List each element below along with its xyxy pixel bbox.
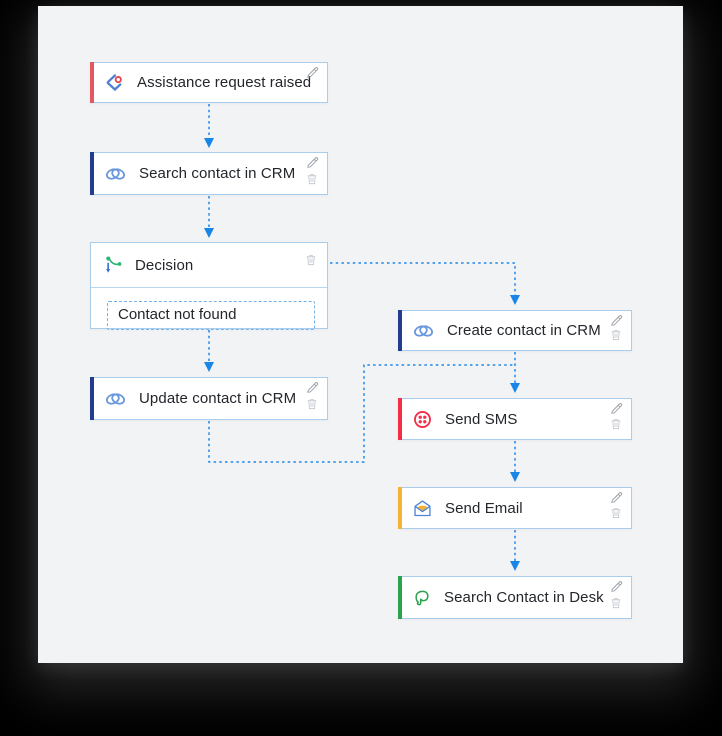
decision-header: Decision [91,243,327,288]
node-label: Search contact in CRM [139,165,296,182]
node-search-contact-crm[interactable]: Search contact in CRM [90,152,328,195]
node-actions [605,399,625,439]
node-label: Decision [135,256,194,274]
node-search-contact-desk[interactable]: Search Contact in Desk [398,576,632,619]
decision-branch-icon [104,254,123,276]
edit-icon[interactable] [609,313,624,333]
trash-icon[interactable] [609,506,623,525]
node-actions [301,153,321,194]
node-actions [605,488,625,528]
node-label: Search Contact in Desk [444,589,604,606]
trash-icon[interactable] [609,328,623,347]
zoho-crm-icon [104,390,127,408]
edit-icon[interactable] [305,155,320,175]
node-decision[interactable]: Decision Contact not found [90,242,328,330]
node-label: Update contact in CRM [139,390,297,407]
node-actions [301,378,321,419]
mail-icon [412,498,433,519]
twilio-icon [412,409,433,430]
zoho-crm-icon [104,165,127,183]
node-send-email[interactable]: Send Email [398,487,632,529]
trash-icon[interactable] [609,596,623,615]
trash-icon[interactable] [609,417,623,436]
flow-canvas: Assistance request raised Search contact… [38,6,683,663]
decision-condition[interactable]: Contact not found [107,301,315,330]
trash-icon[interactable] [305,397,319,416]
edit-icon[interactable] [609,490,624,510]
node-accent-bar [90,377,94,420]
node-assistance-request[interactable]: Assistance request raised [90,62,328,103]
zoho-crm-icon [412,322,435,340]
node-label: Send SMS [445,410,518,428]
edit-icon[interactable] [305,380,320,400]
assistance-trigger-icon [104,72,125,93]
node-accent-bar [90,152,94,195]
edit-icon[interactable] [305,65,320,85]
node-create-contact-crm[interactable]: Create contact in CRM [398,310,632,351]
node-actions [605,577,625,618]
node-accent-bar [398,487,402,529]
node-actions [301,63,321,102]
node-accent-bar [398,576,402,619]
edit-icon[interactable] [609,401,624,421]
trash-icon[interactable] [304,253,318,272]
trash-icon[interactable] [305,172,319,191]
edit-icon[interactable] [609,579,624,599]
node-accent-bar [90,62,94,103]
zoho-desk-icon [412,587,432,608]
connector-decision-to-create [330,262,520,305]
node-label: Assistance request raised [137,74,312,91]
node-update-contact-crm[interactable]: Update contact in CRM [90,377,328,420]
node-actions [605,311,625,350]
node-accent-bar [398,398,402,440]
node-send-sms[interactable]: Send SMS [398,398,632,440]
node-label: Create contact in CRM [447,322,601,339]
node-accent-bar [398,310,402,351]
node-label: Send Email [445,499,523,517]
